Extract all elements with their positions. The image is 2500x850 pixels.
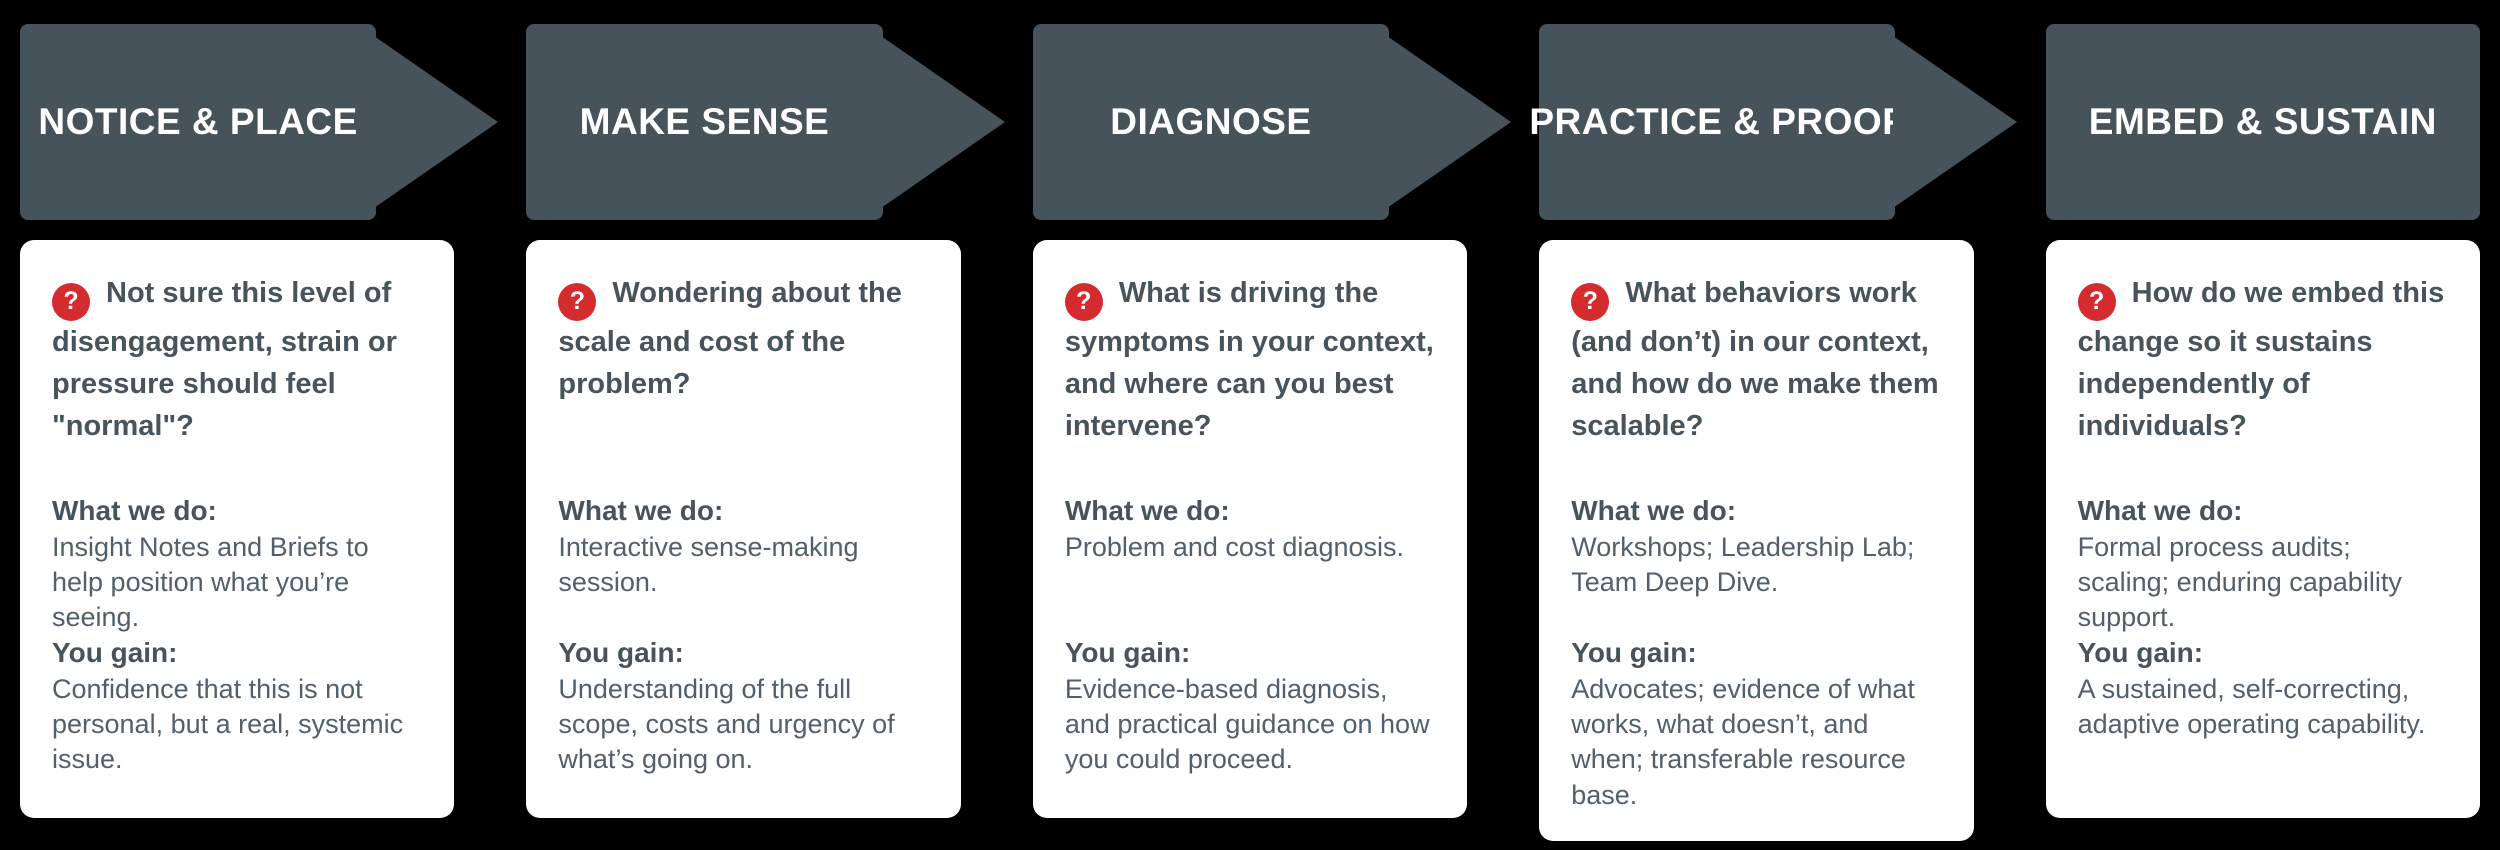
stage-card: ?What is driving the symptoms in your co… <box>1032 240 1468 818</box>
stage-card: ?Not sure this level of disengagement, s… <box>20 240 455 818</box>
arrow-tip-icon <box>374 36 499 208</box>
stage-title: EMBED & SUSTAIN <box>2088 101 2437 142</box>
stage-column-make-sense: MAKE SENSE ?Wondering about the scale an… <box>526 24 1005 818</box>
stage-column-embed-sustain: EMBED & SUSTAIN ?How do we embed this ch… <box>2045 24 2481 818</box>
what-we-do-block: What we do: Problem and cost diagnosis. <box>1065 493 1435 635</box>
question-mark-icon: ? <box>558 282 597 321</box>
stage-question: Wondering about the scale and cost of th… <box>558 277 902 400</box>
question-mark-icon: ? <box>1064 282 1103 321</box>
you-gain-block: You gain: Advocates; evidence of what wo… <box>1571 635 1941 813</box>
arrow-body: MAKE SENSE <box>526 24 883 220</box>
you-gain-block: You gain: A sustained, self-correcting, … <box>2078 635 2448 790</box>
you-gain-label: You gain: <box>1064 637 1191 668</box>
stage-question-block: ?Not sure this level of disengagement, s… <box>52 272 422 493</box>
you-gain-block: You gain: Understanding of the full scop… <box>558 635 928 790</box>
you-gain-text: Advocates; evidence of what works, what … <box>1571 673 1915 810</box>
what-we-do-text: Problem and cost diagnosis. <box>1064 531 1404 562</box>
question-mark-icon: ? <box>52 282 90 321</box>
you-gain-block: You gain: Evidence-based diagnosis, and … <box>1065 635 1435 790</box>
stage-question: What behaviors work (and don’t) in our c… <box>1571 277 1939 442</box>
stage-header-arrow: EMBED & SUSTAIN <box>2045 24 2481 220</box>
what-we-do-label: What we do: <box>558 495 724 526</box>
arrow-body: DIAGNOSE <box>1032 24 1390 220</box>
stage-card: ?How do we embed this change so it susta… <box>2045 240 2481 818</box>
you-gain-text: Understanding of the full scope, costs a… <box>558 673 895 775</box>
stage-title: PRACTICE & PROOF <box>1529 101 1906 142</box>
stage-question-block: ?How do we embed this change so it susta… <box>2077 272 2448 493</box>
stage-question: Not sure this level of disengagement, st… <box>52 277 397 442</box>
stage-question: What is driving the symptoms in your con… <box>1064 277 1434 442</box>
stage-header-arrow: MAKE SENSE <box>526 24 1005 220</box>
what-we-do-block: What we do: Interactive sense-making ses… <box>558 493 928 635</box>
arrow-body: PRACTICE & PROOF <box>1529 24 1905 220</box>
stage-column-diagnose: DIAGNOSE ?What is driving the symptoms i… <box>1032 24 1512 818</box>
arrow-body: NOTICE & PLACE <box>20 24 377 220</box>
arrow-tip-icon <box>880 36 1005 208</box>
you-gain-label: You gain: <box>2077 637 2204 668</box>
what-we-do-label: What we do: <box>52 495 217 526</box>
arrow-tip-icon <box>1387 36 1512 208</box>
question-mark-icon: ? <box>1571 282 1610 321</box>
you-gain-label: You gain: <box>1571 637 1697 668</box>
stage-card: ?Wondering about the scale and cost of t… <box>526 240 961 818</box>
stage-header-arrow: DIAGNOSE <box>1032 24 1512 220</box>
stage-title: NOTICE & PLACE <box>38 101 358 142</box>
stage-column-practice-proof: PRACTICE & PROOF ?What behaviors work (a… <box>1529 24 2018 842</box>
what-we-do-label: What we do: <box>1571 495 1737 526</box>
stage-title: MAKE SENSE <box>579 101 830 142</box>
what-we-do-text: Insight Notes and Briefs to help positio… <box>52 531 369 633</box>
what-we-do-label: What we do: <box>1064 495 1230 526</box>
stage-title: DIAGNOSE <box>1110 101 1312 142</box>
you-gain-block: You gain: Confidence that this is not pe… <box>52 635 422 790</box>
stage-header-arrow: PRACTICE & PROOF <box>1529 24 2018 220</box>
what-we-do-text: Workshops; Leadership Lab; Team Deep Div… <box>1571 531 1915 598</box>
stage-question-block: ?What is driving the symptoms in your co… <box>1064 272 1435 493</box>
what-we-do-block: What we do: Formal process audits; scali… <box>2078 493 2448 635</box>
what-we-do-text: Formal process audits; scaling; enduring… <box>2077 531 2402 633</box>
you-gain-label: You gain: <box>52 637 178 668</box>
stage-question-block: ?What behaviors work (and don’t) in our … <box>1571 272 1941 493</box>
you-gain-label: You gain: <box>558 637 684 668</box>
what-we-do-block: What we do: Workshops; Leadership Lab; T… <box>1571 493 1941 635</box>
stage-question-block: ?Wondering about the scale and cost of t… <box>558 272 928 493</box>
you-gain-text: Confidence that this is not personal, bu… <box>52 673 404 775</box>
arrow-tip-icon <box>1893 36 2018 208</box>
arrow-body: EMBED & SUSTAIN <box>2045 24 2481 220</box>
stage-question: How do we embed this change so it sustai… <box>2077 277 2445 442</box>
you-gain-text: A sustained, self-correcting, adaptive o… <box>2077 673 2426 740</box>
stage-column-notice-place: NOTICE & PLACE ?Not sure this level of d… <box>20 24 499 818</box>
what-we-do-text: Interactive sense-making session. <box>558 531 859 598</box>
question-mark-icon: ? <box>2077 282 2116 321</box>
stage-card: ?What behaviors work (and don’t) in our … <box>1539 240 1974 842</box>
what-we-do-label: What we do: <box>2077 495 2243 526</box>
you-gain-text: Evidence-based diagnosis, and practical … <box>1064 673 1430 775</box>
what-we-do-block: What we do: Insight Notes and Briefs to … <box>52 493 422 635</box>
stage-header-arrow: NOTICE & PLACE <box>20 24 499 220</box>
